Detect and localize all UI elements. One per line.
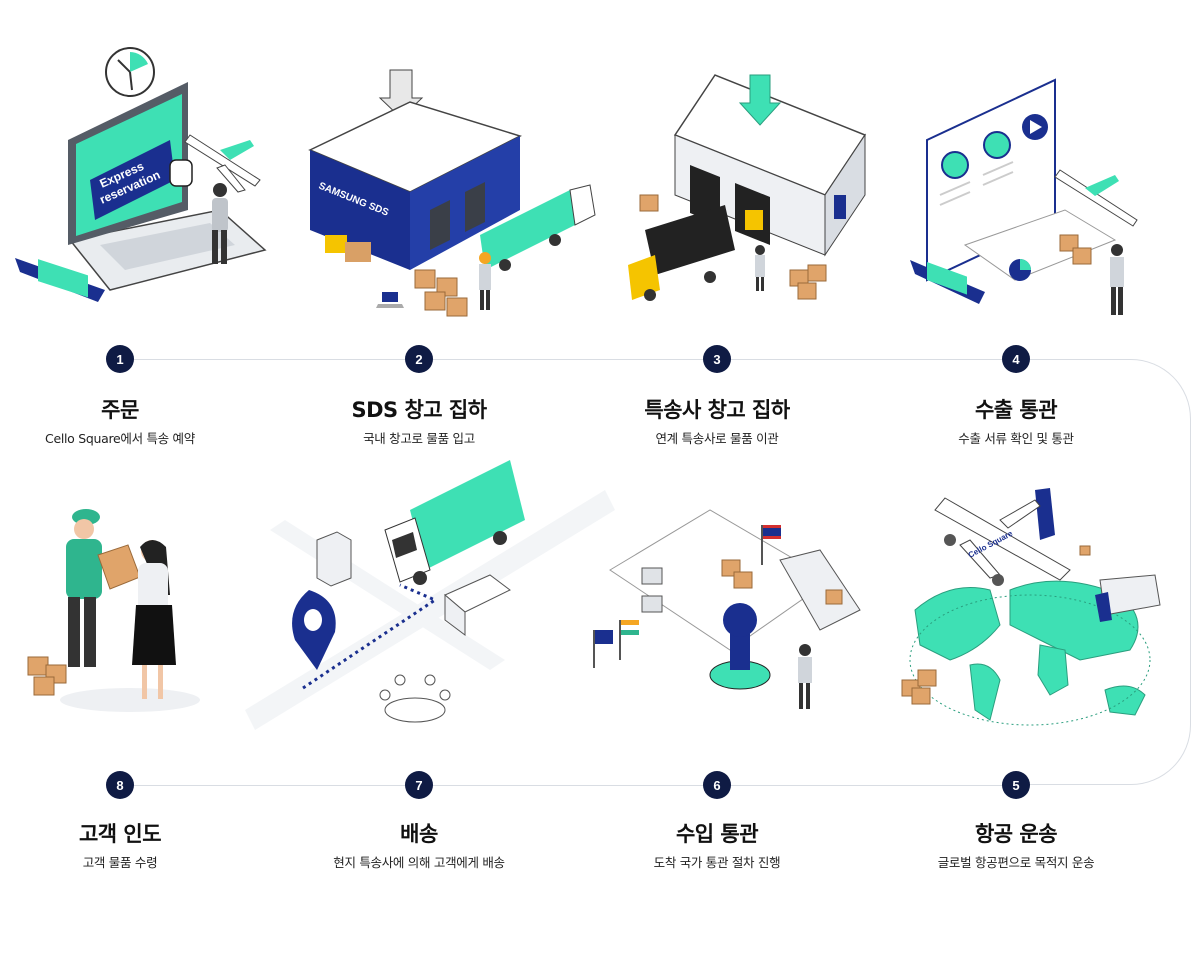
illustration-sds-warehouse: SAMSUNG SDS — [308, 69, 596, 317]
illustration-export-customs — [910, 78, 1138, 315]
connector-row-2 — [120, 785, 1016, 786]
step-4-badge: 4 — [1002, 345, 1030, 373]
house-icon — [444, 574, 511, 636]
illustration-handover — [27, 509, 200, 712]
step-1-desc: Cello Square에서 특송 예약 — [45, 431, 195, 446]
check-circle-icon-2 — [983, 131, 1011, 159]
connector-row-1 — [120, 359, 1016, 360]
boxes-pile-2 — [639, 194, 827, 300]
hand-cursor-icon — [169, 159, 193, 187]
checkbox-icon-2 — [641, 595, 663, 613]
boxes-pile-6 — [901, 545, 1091, 705]
down-arrow-icon-2 — [738, 74, 782, 126]
step-7-desc: 현지 특송사에 의해 고객에게 배송 — [333, 855, 505, 870]
step-8-desc: 고객 물품 수령 — [82, 855, 158, 870]
illustration-order: Express reservation — [15, 47, 267, 302]
step-4-title: 수출 통관 — [974, 398, 1058, 422]
step-3-desc: 연계 특송사로 물품 이관 — [655, 431, 779, 446]
step-5-title: 항공 운송 — [974, 822, 1058, 846]
cargo-ship-icon-2 — [910, 260, 985, 304]
inspector-figure — [798, 644, 812, 709]
step-8-title: 고객 인도 — [78, 822, 162, 846]
cargo-truck-icon — [1095, 574, 1161, 622]
step-7-badge: 7 — [405, 771, 433, 799]
boxes-pile-4 — [27, 656, 67, 696]
cargo-ship-icon — [15, 258, 105, 302]
airplane-icon-3: Cello Square — [934, 488, 1071, 586]
building-icon — [316, 531, 352, 587]
step-1-title: 주문 — [101, 398, 139, 422]
flag-australia-icon — [593, 630, 613, 668]
illustration-carrier-warehouse — [628, 74, 867, 301]
flag-india-icon — [619, 620, 639, 660]
worker-figure — [479, 252, 491, 310]
fountain-icon — [379, 674, 451, 723]
step-2-desc: 국내 창고로 물품 입고 — [363, 431, 475, 446]
check-circle-icon — [941, 151, 969, 179]
airplane-icon — [184, 134, 261, 193]
laptop-icon — [376, 292, 404, 308]
forklift-icon — [325, 235, 371, 262]
step-1-badge: 1 — [106, 345, 134, 373]
map-pin-icon — [292, 590, 336, 670]
forklift-icon-2 — [745, 210, 763, 230]
stamp-icon — [709, 603, 771, 690]
connector-loop — [1016, 359, 1191, 785]
step-5-badge: 5 — [1002, 771, 1030, 799]
boxes-pile-3 — [1059, 234, 1092, 265]
step-3-badge: 3 — [703, 345, 731, 373]
courier-figure — [66, 509, 102, 667]
illustration-air-freight: Cello Square — [901, 488, 1161, 726]
boxes-pile — [414, 269, 468, 317]
flag-thailand-icon — [761, 525, 781, 565]
step-2-badge: 2 — [405, 345, 433, 373]
step-7-title: 배송 — [400, 822, 438, 846]
pie-chart-icon — [1009, 259, 1031, 281]
person-figure-2 — [1110, 244, 1124, 315]
step-6-desc: 도착 국가 통관 절차 진행 — [653, 855, 781, 870]
clock-icon — [105, 47, 155, 97]
truck-icon — [480, 184, 596, 271]
play-circle-icon — [1022, 114, 1048, 140]
step-3-title: 특송사 창고 집하 — [644, 398, 790, 422]
checkbox-icon — [641, 567, 663, 585]
step-2-title: SDS 창고 집하 — [351, 398, 487, 422]
delivery-truck-icon — [628, 205, 735, 301]
worker-figure-2 — [755, 245, 765, 291]
truck-icon-2 — [384, 460, 525, 585]
airplane-icon-2 — [1054, 169, 1138, 227]
step-6-badge: 6 — [703, 771, 731, 799]
person-figure — [212, 183, 228, 264]
step-5-desc: 글로벌 항공편으로 목적지 운송 — [937, 855, 1095, 870]
illustration-delivery — [245, 460, 615, 730]
illustration-import-customs — [593, 509, 861, 709]
step-4-desc: 수출 서류 확인 및 통관 — [958, 431, 1074, 446]
step-6-title: 수입 통관 — [675, 822, 759, 846]
package-box — [97, 544, 141, 590]
boxes-pile-5 — [721, 559, 843, 605]
step-8-badge: 8 — [106, 771, 134, 799]
conveyor-machine-icon — [779, 549, 861, 631]
customer-figure — [132, 540, 176, 699]
